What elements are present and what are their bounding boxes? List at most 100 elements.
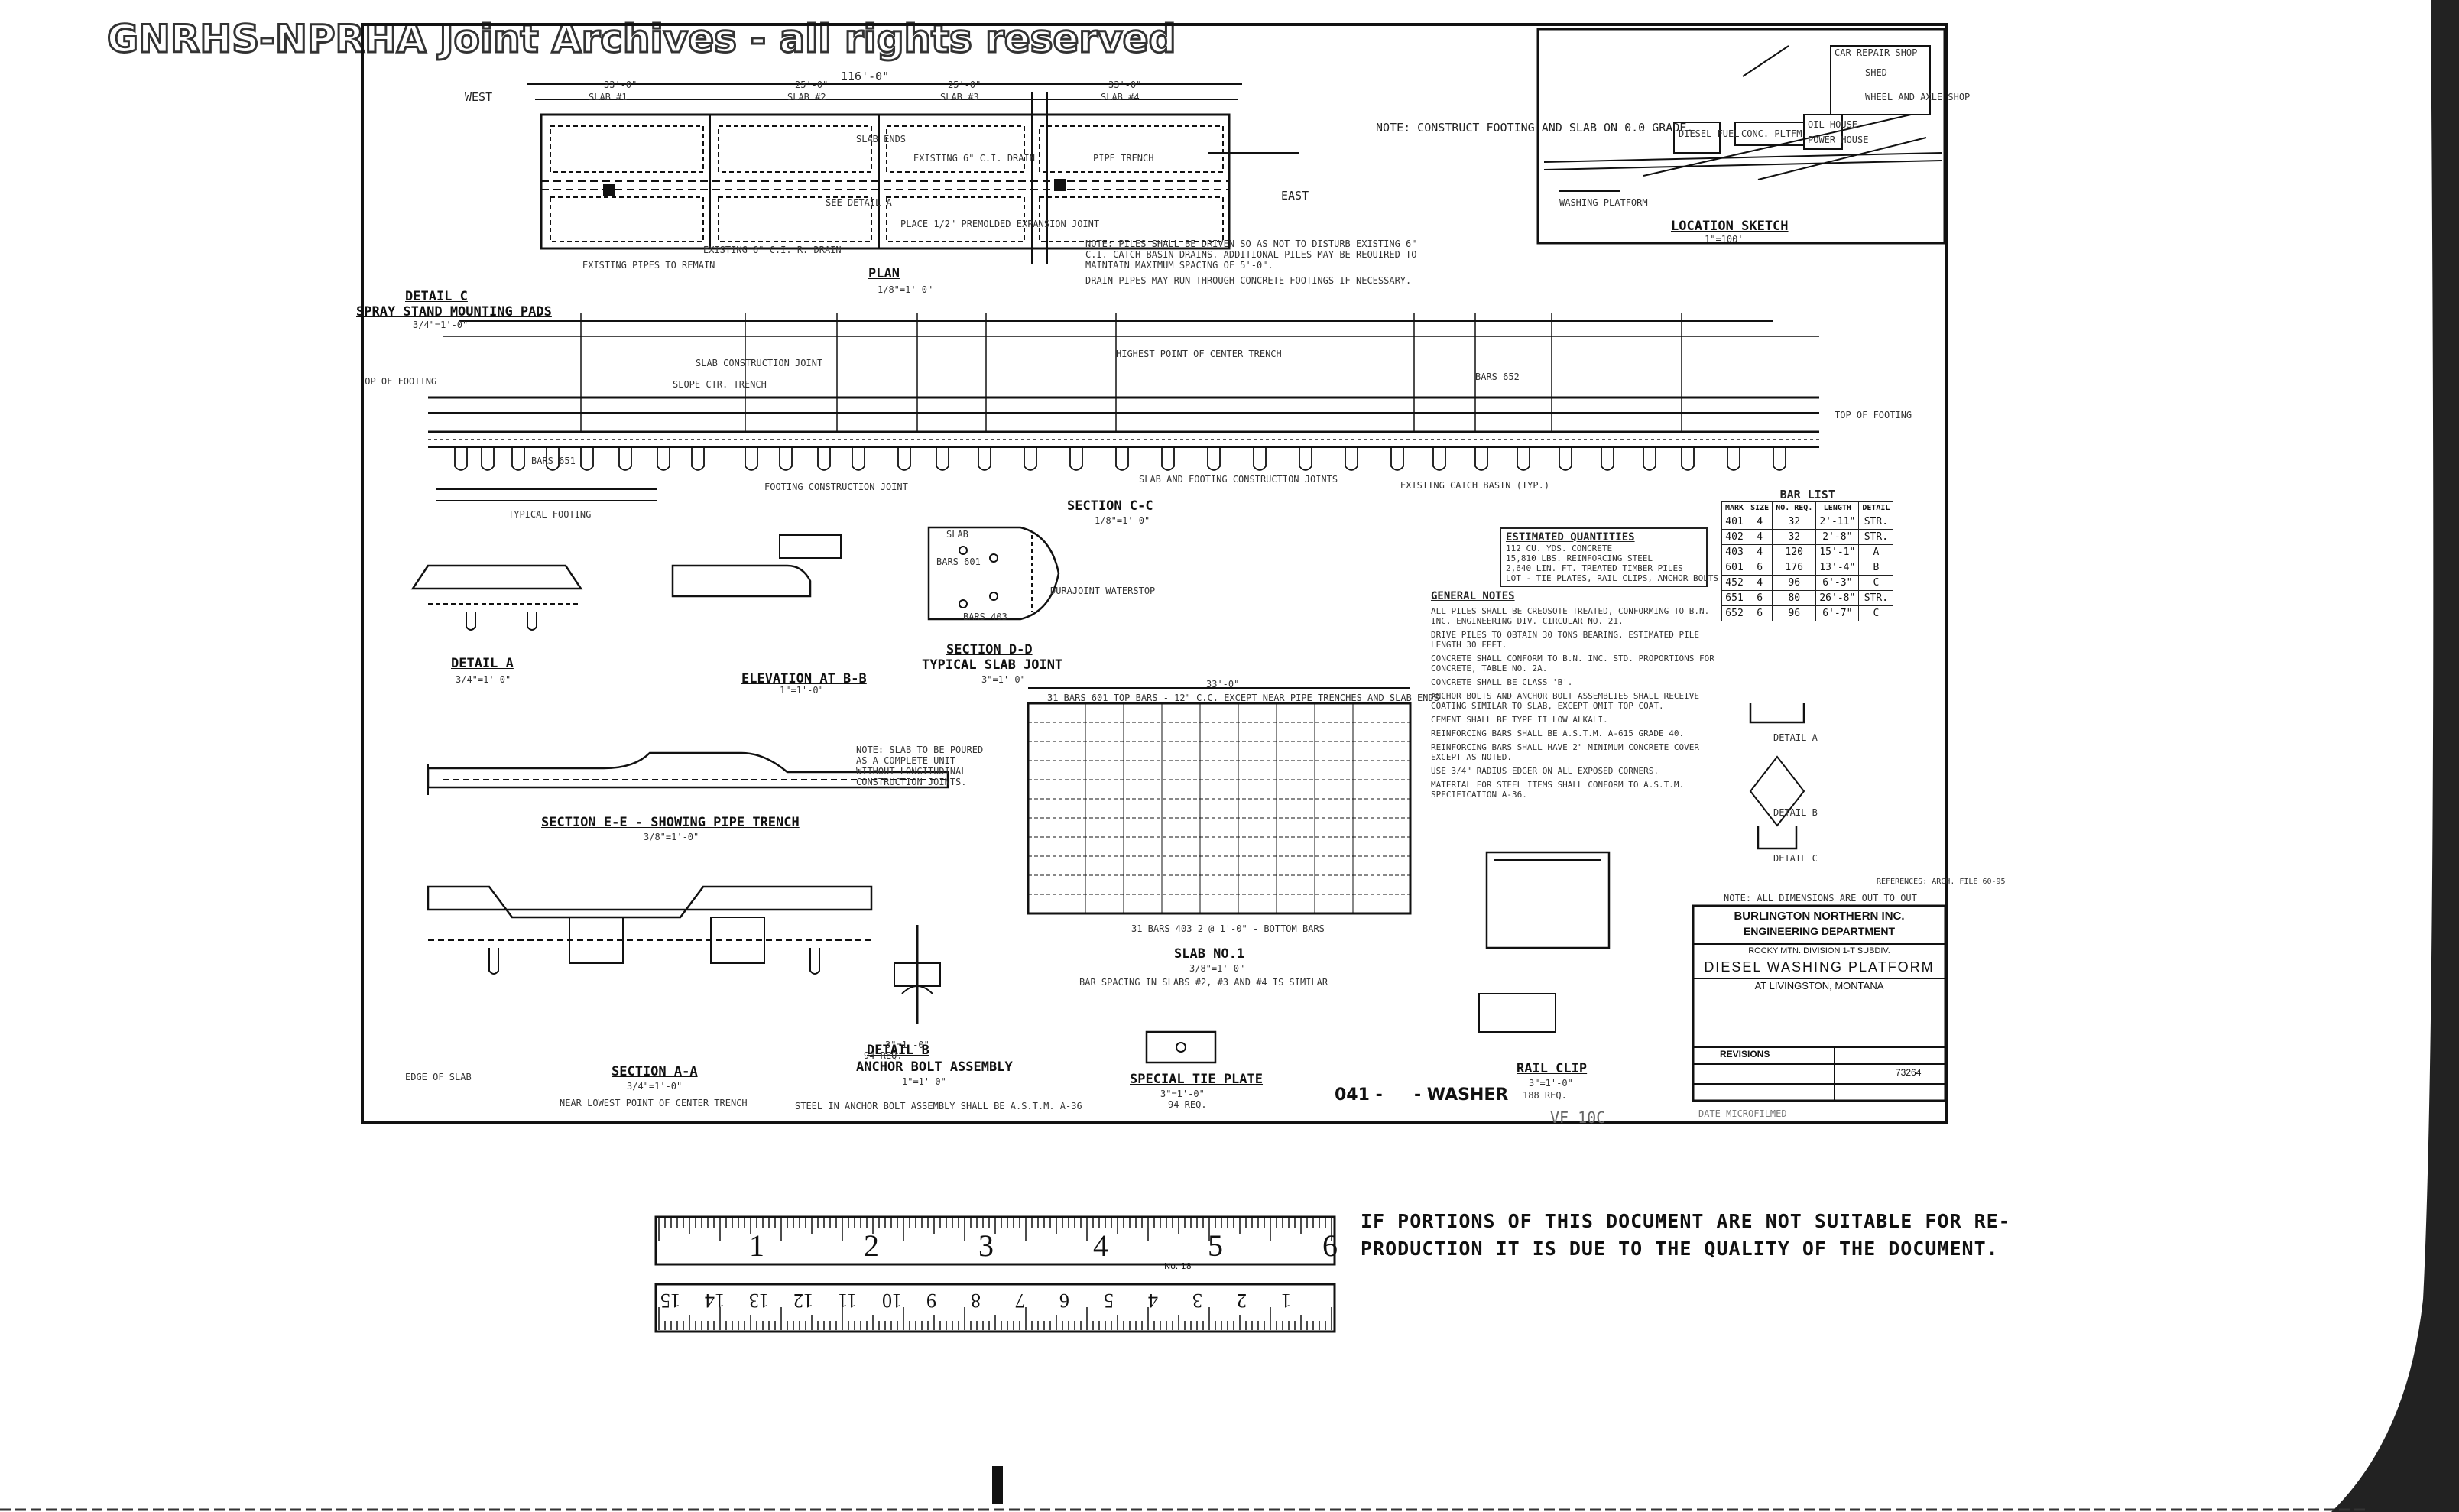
plan-slab-label-1: SLAB #1 xyxy=(589,92,628,102)
general-note-item: CONCRETE SHALL BE CLASS 'B'. xyxy=(1431,677,1573,687)
detail-a-title: DETAIL A xyxy=(451,656,514,671)
slab-no1-bottom-bars: 31 BARS 403 2 @ 1'-0" - BOTTOM BARS xyxy=(1131,923,1325,934)
bar-list-header-cell: MARK xyxy=(1721,501,1748,514)
section-dd-scale: 3"=1'-0" xyxy=(981,674,1026,685)
plan-slab-dim-1: 33'-0" xyxy=(604,79,637,90)
reproduction-notice-line1: IF PORTIONS OF THIS DOCUMENT ARE NOT SUI… xyxy=(1361,1210,2011,1232)
general-note-item: ANCHOR BOLTS AND ANCHOR BOLT ASSEMBLIES … xyxy=(1431,691,1699,711)
ruler-top-number: 2 xyxy=(864,1228,879,1263)
bar-list-cell: 26'-8" xyxy=(1815,590,1860,606)
bar-list-cell: 80 xyxy=(1772,590,1817,606)
bar-list-cell: 6 xyxy=(1747,605,1773,621)
elevation-bb-title: ELEVATION AT B-B xyxy=(741,671,867,686)
rail-clip-title: RAIL CLIP xyxy=(1517,1061,1588,1076)
microfilm-stamp: DATE MICROFILMED xyxy=(1698,1108,1787,1119)
cc-bars-652: BARS 652 xyxy=(1475,372,1520,382)
ruler-top-number: 5 xyxy=(1208,1228,1223,1263)
ruler-bottom-number: 13 xyxy=(749,1290,769,1312)
ruler-bottom-number: 11 xyxy=(838,1290,858,1312)
ruler-bottom-number: 6 xyxy=(1059,1290,1069,1312)
bar-list-cell: 32 xyxy=(1772,529,1817,545)
rail-clip-scale: 3"=1'-0" xyxy=(1529,1078,1573,1089)
dd-waterstop: DURAJOINT WATERSTOP xyxy=(1050,586,1156,596)
ruler-bottom-number: 7 xyxy=(1015,1290,1025,1312)
ruler-bottom-number: 3 xyxy=(1192,1290,1202,1312)
bar-list-header-cell: LENGTH xyxy=(1815,501,1860,514)
title-block-frame xyxy=(1692,904,1947,1102)
loc-washing-platform: WASHING PLATFORM xyxy=(1559,197,1648,208)
bar-list-cell: 176 xyxy=(1772,560,1817,576)
plan-slab-dim-3: 25'-0" xyxy=(948,79,981,90)
anchor-scale: 1"=1'-0" xyxy=(902,1076,946,1087)
est-qty-title: ESTIMATED QUANTITIES xyxy=(1506,531,1635,543)
bar-list-refs: REFERENCES: ARCH. FILE 60-95 xyxy=(1877,878,2006,886)
bar-list-cell: 601 xyxy=(1721,560,1748,576)
bar-list-cell: 6'-3" xyxy=(1815,575,1860,591)
plan-pile-note: NOTE: PILES SHALL BE DRIVEN SO AS NOT TO… xyxy=(1085,238,1417,271)
tb-company: BURLINGTON NORTHERN INC. xyxy=(1734,910,1905,923)
slab-no1-outline xyxy=(1027,702,1412,915)
bar-list-header-cell: NO. REQ. xyxy=(1772,501,1817,514)
cc-typical-footing: TYPICAL FOOTING xyxy=(508,509,592,520)
ruler-bottom-number: 8 xyxy=(971,1290,981,1312)
slab-no1-scale: 3/8"=1'-0" xyxy=(1189,963,1245,974)
cc-catch-basin: EXISTING CATCH BASIN (TYP.) xyxy=(1400,480,1550,491)
bar-list-cell: 4 xyxy=(1747,529,1773,545)
cc-slope-trench: SLOPE CTR. TRENCH xyxy=(673,379,767,390)
aa-edge-of-slab: EDGE OF SLAB xyxy=(405,1072,472,1082)
plan-slab-label-2: SLAB #2 xyxy=(787,92,826,102)
bar-list-cell: 96 xyxy=(1772,575,1817,591)
location-sketch-frame xyxy=(1536,28,1946,245)
bar-list-cell: C xyxy=(1858,575,1894,591)
bar-list-cell: 4 xyxy=(1747,544,1773,560)
loc-car-repair: CAR REPAIR SHOP xyxy=(1835,47,1918,58)
dd-slab-label: SLAB xyxy=(946,529,968,540)
tb-title: DIESEL WASHING PLATFORM xyxy=(1704,959,1935,975)
location-sketch-title: LOCATION SKETCH xyxy=(1671,219,1789,234)
ruler-top-number: 1 xyxy=(749,1228,764,1263)
loc-power-house: POWER HOUSE xyxy=(1808,135,1869,145)
detail-c-subtitle: SPRAY STAND MOUNTING PADS xyxy=(356,304,552,320)
ruler-top-number: 6 xyxy=(1322,1228,1338,1263)
ruler-bottom-number: 12 xyxy=(793,1290,813,1312)
cc-bars-651: BARS 651 xyxy=(531,456,576,466)
section-dd-title: SECTION D-D xyxy=(946,642,1033,657)
general-note-item: MATERIAL FOR STEEL ITEMS SHALL CONFORM T… xyxy=(1431,780,1685,800)
bar-list-cell: 32 xyxy=(1772,514,1817,530)
section-aa-scale: 3/4"=1'-0" xyxy=(627,1081,683,1092)
general-notes-title: GENERAL NOTES xyxy=(1431,590,1515,602)
tb-division: ROCKY MTN. DIVISION 1-T SUBDIV. xyxy=(1748,946,1890,956)
general-note-item: CEMENT SHALL BE TYPE II LOW ALKALI. xyxy=(1431,715,1608,725)
section-aa-title: SECTION A-A xyxy=(612,1064,698,1079)
section-cc-title: SECTION C-C xyxy=(1067,498,1153,514)
loc-shed: SHED xyxy=(1865,67,1887,78)
bar-list-cell: 402 xyxy=(1721,529,1748,545)
section-cc-scale: 1/8"=1'-0" xyxy=(1095,515,1150,526)
bar-list-cell: 2'-8" xyxy=(1815,529,1860,545)
detail-b-scale: 3"=1'-0" xyxy=(885,1040,929,1050)
general-notes: GENERAL NOTES ALL PILES SHALL BE CREOSOT… xyxy=(1431,590,1715,800)
bar-list-cell: 120 xyxy=(1772,544,1817,560)
bar-list-cell: STR. xyxy=(1858,529,1894,545)
plan-note: NOTE: CONSTRUCT FOOTING AND SLAB ON 0.0 … xyxy=(1376,121,1694,135)
ruler-bottom-number: 10 xyxy=(882,1290,902,1312)
tb-drawing-no: 73264 xyxy=(1896,1067,1922,1078)
plan-scale: 1/8"=1'-0" xyxy=(878,284,933,295)
bar-list-cell: C xyxy=(1858,605,1894,621)
plan-callout-detail-a: SEE DETAIL A xyxy=(826,197,892,208)
bar-list-footer: NOTE: ALL DIMENSIONS ARE OUT TO OUT xyxy=(1724,893,1917,904)
loc-wheel-shop: WHEEL AND AXLE SHOP xyxy=(1865,92,1971,102)
estimated-quantities-box: ESTIMATED QUANTITIES 112 CU. YDS. CONCRE… xyxy=(1500,527,1718,587)
plan-callout-drain: EXISTING 6" C.I. DRAIN xyxy=(913,153,1035,164)
detail-c-title: DETAIL C xyxy=(405,289,468,304)
bar-list-header-cell: DETAIL xyxy=(1858,501,1894,514)
bar-list-cell: 4 xyxy=(1747,514,1773,530)
tb-dept: ENGINEERING DEPARTMENT xyxy=(1743,925,1896,937)
loc-oil-house: OIL HOUSE xyxy=(1808,119,1858,130)
